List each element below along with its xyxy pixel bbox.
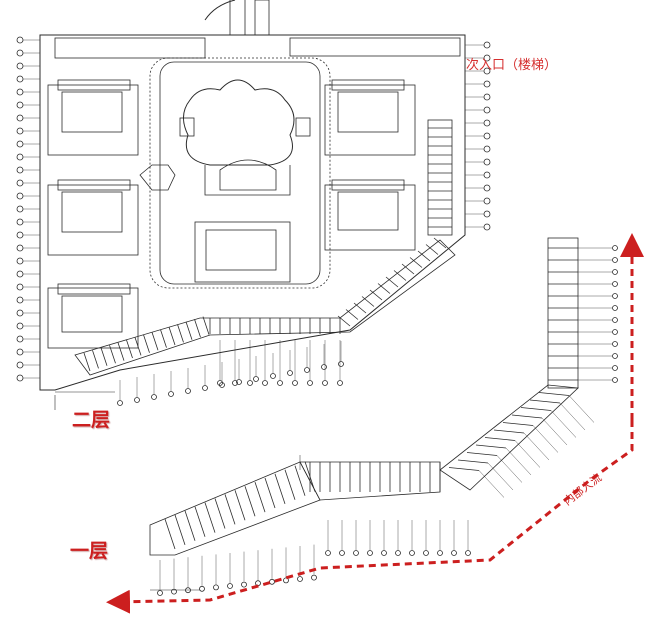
building-block-left-1 [47,79,139,156]
lower-right-column [547,237,579,389]
upper-right-shop-column [427,119,453,236]
central-courtyard [159,61,321,285]
lower-floor-plan [149,237,618,596]
building-block-left-3 [47,283,139,349]
grid-axis-left [16,36,40,382]
flow-arrows [106,233,644,614]
upper-floor-label: 二层 [72,409,111,431]
building-block-right-2 [324,179,416,251]
building-block-left-2 [47,179,139,256]
pavilion [139,164,176,191]
grid-axis-right [465,41,491,231]
central-clubhouse [183,79,295,166]
lower-diagonal-strip [439,384,579,491]
upper-shop-strip [54,237,456,410]
flow-arrow-left [106,420,634,614]
building-block-center [194,221,291,283]
building-block-right-1 [324,79,416,156]
lower-left-strip [149,461,321,556]
lower-floor-label: 一层 [70,540,109,562]
secondary-entrance-label: 次入口（楼梯） [466,58,558,73]
upper-floor-plan [16,0,491,410]
